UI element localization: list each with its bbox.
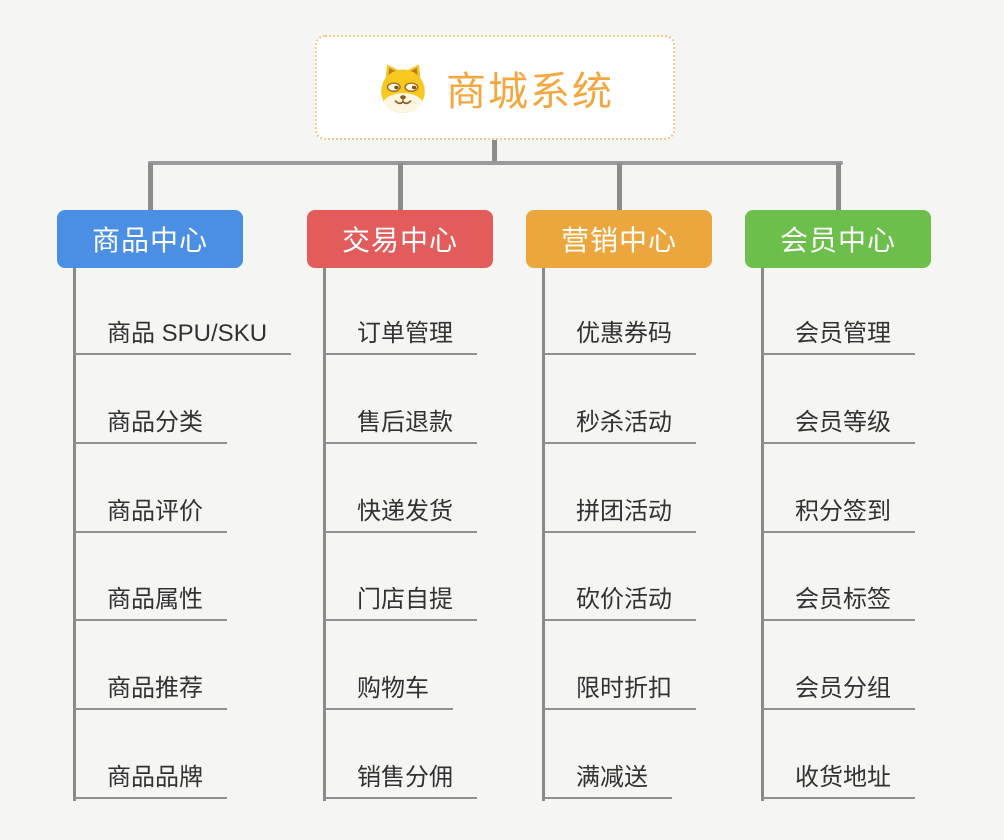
node-item[interactable]: 商品评价 bbox=[73, 491, 227, 533]
connector-bus bbox=[148, 161, 843, 165]
node-item[interactable]: 拼团活动 bbox=[542, 491, 696, 533]
node-item[interactable]: 砍价活动 bbox=[542, 579, 696, 621]
root-node[interactable]: 商城系统 bbox=[315, 35, 675, 140]
branch-header-trade[interactable]: 交易中心 bbox=[307, 210, 493, 268]
node-item[interactable]: 会员分组 bbox=[761, 668, 915, 710]
connector-drop-product bbox=[148, 163, 153, 210]
branch-header-marketing[interactable]: 营销中心 bbox=[526, 210, 712, 268]
node-item[interactable]: 优惠券码 bbox=[542, 313, 696, 355]
node-item[interactable]: 收货地址 bbox=[761, 757, 915, 799]
node-item[interactable]: 会员标签 bbox=[761, 579, 915, 621]
node-item[interactable]: 积分签到 bbox=[761, 491, 915, 533]
branch-header-product[interactable]: 商品中心 bbox=[57, 210, 243, 268]
node-item[interactable]: 限时折扣 bbox=[542, 668, 696, 710]
node-item[interactable]: 商品 SPU/SKU bbox=[73, 313, 292, 355]
branch-trunk-line bbox=[73, 268, 76, 801]
node-item[interactable]: 会员等级 bbox=[761, 402, 915, 444]
node-item[interactable]: 快递发货 bbox=[323, 491, 477, 533]
connector-root-drop bbox=[492, 140, 497, 165]
node-item[interactable]: 商品属性 bbox=[73, 579, 227, 621]
node-item[interactable]: 商品品牌 bbox=[73, 757, 227, 799]
connector-drop-trade bbox=[398, 163, 403, 210]
branch-trade: 交易中心 订单管理 售后退款 快递发货 门店自提 购物车 销售分佣 bbox=[307, 210, 557, 801]
node-item[interactable]: 秒杀活动 bbox=[542, 402, 696, 444]
node-item[interactable]: 购物车 bbox=[323, 668, 453, 710]
node-item[interactable]: 会员管理 bbox=[761, 313, 915, 355]
node-item[interactable]: 门店自提 bbox=[323, 579, 477, 621]
branch-header-member[interactable]: 会员中心 bbox=[745, 210, 931, 268]
branch-product: 商品中心 商品 SPU/SKU 商品分类 商品评价 商品属性 商品推荐 商品品牌 bbox=[57, 210, 307, 801]
node-item[interactable]: 订单管理 bbox=[323, 313, 477, 355]
root-title: 商城系统 bbox=[446, 69, 614, 114]
node-item[interactable]: 销售分佣 bbox=[323, 757, 477, 799]
node-item[interactable]: 商品推荐 bbox=[73, 668, 227, 710]
doge-icon bbox=[381, 64, 425, 113]
branch-trunk-line bbox=[761, 268, 764, 801]
branch-member: 会员中心 会员管理 会员等级 积分签到 会员标签 会员分组 收货地址 bbox=[745, 210, 995, 801]
node-item[interactable]: 商品分类 bbox=[73, 402, 227, 444]
branch-trunk-line bbox=[323, 268, 326, 801]
node-item[interactable]: 满减送 bbox=[542, 757, 672, 799]
node-item[interactable]: 售后退款 bbox=[323, 402, 477, 444]
branch-trunk-line bbox=[542, 268, 545, 801]
branch-marketing: 营销中心 优惠券码 秒杀活动 拼团活动 砍价活动 限时折扣 满减送 bbox=[526, 210, 776, 801]
connector-drop-marketing bbox=[617, 163, 622, 210]
connector-drop-member bbox=[836, 163, 841, 210]
